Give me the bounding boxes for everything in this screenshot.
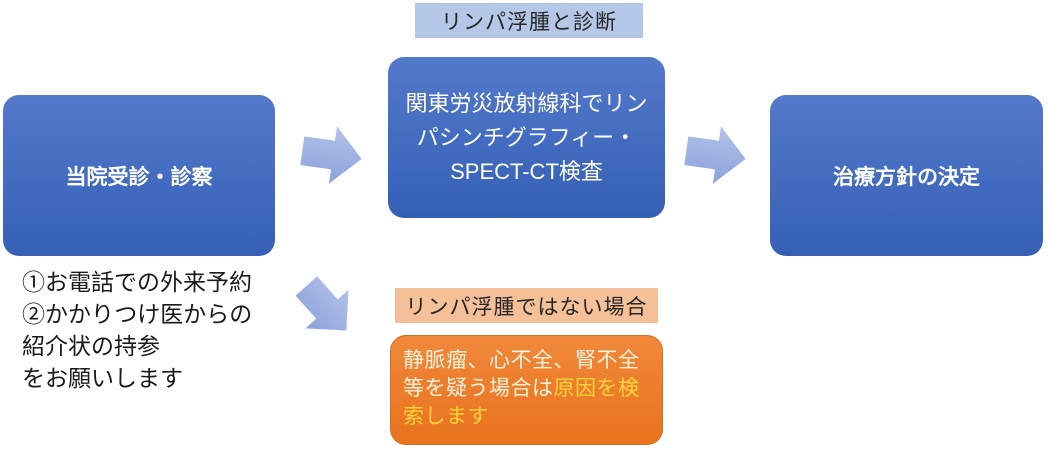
scintigraphy-exam-box: 関東労災放射線科でリン パシンチグラフィー・ SPECT-CT検査 <box>388 57 665 218</box>
appointment-note-line2: ②かかりつけ医からの <box>22 301 253 327</box>
not-lymphedema-label-text: リンパ浮腫ではない場合 <box>405 295 648 319</box>
treatment-decision-box: 治療方針の決定 <box>770 95 1043 256</box>
arrow-right-icon <box>298 118 369 192</box>
cause-search-text: 静脈瘤、心不全、腎不全等を疑う場合は原因を検索します <box>403 347 650 431</box>
visit-box-label: 当院受診・診察 <box>65 165 213 189</box>
exam-box-line1: 関東労災放射線科でリン <box>405 90 648 116</box>
exam-box-line2: パシンチグラフィー・ <box>416 124 637 150</box>
not-lymphedema-label: リンパ浮腫ではない場合 <box>395 288 658 323</box>
cause-search-box: 静脈瘤、心不全、腎不全等を疑う場合は原因を検索します <box>390 335 663 445</box>
appointment-note-line1: ①お電話での外来予約 <box>22 269 252 295</box>
visit-box: 当院受診・診察 <box>3 95 275 256</box>
cause-search-highlight: 原因を検索します <box>403 377 640 428</box>
cause-search-plain: 静脈瘤、心不全、腎不全等を疑う場合は <box>403 349 640 400</box>
diagnosis-label-text: リンパ浮腫と診断 <box>441 10 617 34</box>
treatment-box-label: 治療方針の決定 <box>833 165 980 189</box>
appointment-note-line3: 紹介状の持参 <box>22 333 160 359</box>
exam-box-line3: SPECT-CT検査 <box>450 158 603 184</box>
appointment-note-line4: をお願いします <box>22 365 183 391</box>
arrow-down-right-icon <box>282 264 373 354</box>
arrow-right-icon <box>682 118 753 192</box>
appointment-note: ①お電話での外来予約 ②かかりつけ医からの 紹介状の持参 をお願いします <box>22 266 302 394</box>
diagnosis-label: リンパ浮腫と診断 <box>415 3 643 38</box>
